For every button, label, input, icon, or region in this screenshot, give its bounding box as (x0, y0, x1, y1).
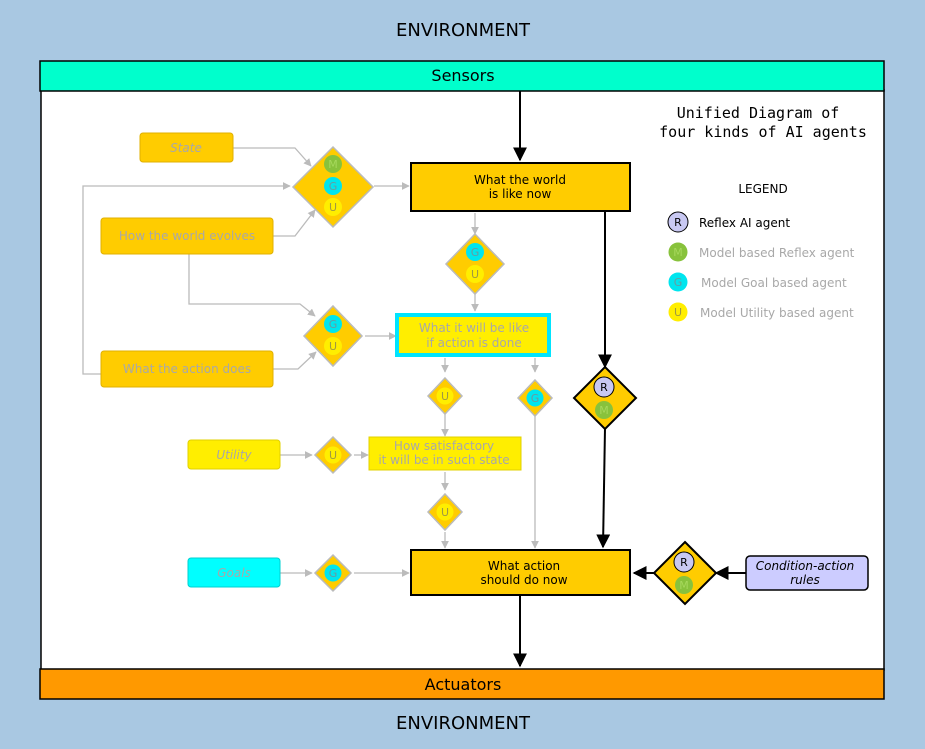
state-label: State (170, 141, 202, 155)
diagram-title-line2: four kinds of AI agents (659, 123, 867, 141)
rules-line2: rules (790, 573, 820, 587)
world-evolves-label: How the world evolves (119, 229, 255, 243)
diamond-u-lower: U (426, 492, 464, 532)
goals-label: Goals (217, 566, 251, 580)
badge-g (324, 177, 342, 195)
legend-utility-label: Model Utility based agent (700, 306, 854, 320)
badge-g (526, 389, 544, 407)
black-connectors (513, 91, 746, 668)
world-now-line2: is like now (489, 187, 552, 201)
badge-g-letter: G (329, 180, 338, 193)
badge-m (675, 576, 693, 594)
diamond-rm-middle: R M (572, 365, 638, 431)
badge-u (436, 503, 454, 521)
diamond-u-upper: U (426, 376, 464, 416)
badge-g (466, 243, 484, 261)
badge-u-letter: U (329, 449, 337, 462)
legend-heading: LEGEND (738, 182, 787, 196)
badge-g (324, 564, 342, 582)
diagram-title-line1: Unified Diagram of (677, 104, 840, 122)
legend-model-reflex-label: Model based Reflex agent (699, 246, 855, 260)
legend-model-reflex-badge: M (673, 246, 683, 259)
legend-utility-icon (668, 302, 688, 322)
satisfactory-line2: it will be in such state (378, 453, 509, 467)
badge-r (673, 551, 695, 573)
action-does-label: What the action does (123, 362, 251, 376)
sensors-bar (39, 60, 885, 92)
badge-m (595, 401, 613, 419)
grey-connectors (82, 147, 539, 577)
satisfactory-line1: How satisfactory (394, 439, 494, 453)
diamond-g-right: G (516, 378, 554, 418)
badge-g-letter: G (329, 318, 338, 331)
legend-goal-label: Model Goal based agent (701, 276, 847, 290)
rules-line1: Condition-action (756, 559, 855, 573)
badge-u-letter: U (441, 390, 449, 403)
satisfactory-box (368, 436, 522, 471)
will-be-box (395, 313, 551, 357)
badge-m (324, 155, 342, 173)
diamond-u-utility: U (313, 435, 353, 475)
badge-u-letter: U (329, 201, 337, 214)
legend-goal-badge: G (674, 276, 683, 289)
badge-u-letter: U (329, 340, 337, 353)
badge-g-letter: G (531, 392, 540, 405)
badge-u (324, 198, 342, 216)
world-evolves-box (100, 217, 274, 255)
goals-box (187, 557, 281, 588)
badge-m-letter: M (328, 158, 338, 171)
actuators-bar (39, 668, 885, 700)
legend-reflex-icon (667, 211, 689, 233)
badge-g (324, 315, 342, 333)
badge-r (593, 376, 615, 398)
sensors-label: Sensors (431, 66, 494, 85)
legend-goal-icon (668, 272, 688, 292)
legend-utility-badge: U (674, 306, 682, 319)
diamond-rm-rules: R M (652, 540, 718, 606)
will-be-line2: if action is done (426, 336, 521, 350)
will-be-line1: What it will be like (419, 321, 529, 335)
badge-u (324, 337, 342, 355)
badge-u-letter: U (471, 268, 479, 281)
badge-u (324, 446, 342, 464)
world-now-box (410, 162, 631, 212)
diamond-g-goals: G (313, 553, 353, 593)
rules-box (745, 555, 869, 591)
badge-g-letter: G (329, 567, 338, 580)
action-now-line1: What action (488, 559, 560, 573)
diamond-gu-left: G U (302, 304, 364, 368)
badge-u-letter: U (441, 506, 449, 519)
legend-model-reflex-icon (668, 242, 688, 262)
legend-reflex-badge: R (674, 216, 682, 229)
actuators-label: Actuators (425, 675, 502, 694)
environment-bottom-label: ENVIRONMENT (396, 713, 531, 734)
badge-r-letter: R (600, 381, 608, 394)
legend: LEGEND R Reflex AI agent M Model based R… (667, 182, 855, 322)
badge-u (466, 265, 484, 283)
action-now-line2: should do now (480, 573, 567, 587)
utility-label: Utility (216, 448, 252, 462)
badge-m-letter: M (679, 579, 689, 592)
world-now-line1: What the world (474, 173, 566, 187)
action-now-box (410, 549, 631, 596)
badge-u (436, 387, 454, 405)
state-box (139, 132, 234, 163)
legend-reflex-label: Reflex AI agent (699, 216, 790, 230)
badge-m-letter: M (599, 404, 609, 417)
utility-box (187, 439, 281, 470)
environment-top-label: ENVIRONMENT (396, 20, 531, 41)
badge-g-letter: G (471, 246, 480, 259)
diamond-mgu: M G U (291, 145, 375, 229)
diamond-gu-top: G U (444, 232, 506, 296)
action-does-box (100, 350, 274, 388)
badge-r-letter: R (680, 556, 688, 569)
